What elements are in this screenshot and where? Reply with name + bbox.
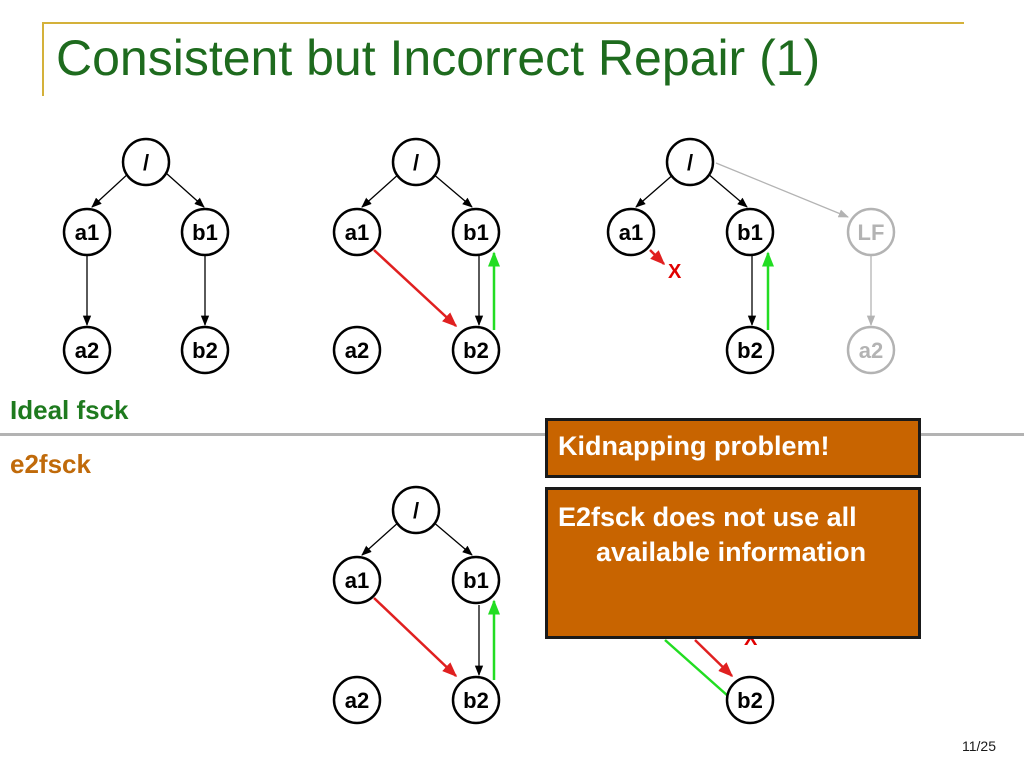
node-a2: a2 [332, 325, 382, 375]
node-b2: b2 [725, 675, 775, 725]
node-root: / [391, 485, 441, 535]
edge-root-a1 [635, 172, 676, 208]
tree-ideal-repair: X / a1 b1 LF b2 a2 [606, 137, 896, 375]
svg-text:b1: b1 [463, 568, 489, 593]
edge-root-a1 [361, 172, 401, 208]
e2fsck-label: e2fsck [10, 449, 91, 479]
svg-text:/: / [413, 150, 419, 175]
node-b1: b1 [451, 555, 501, 605]
svg-text:b1: b1 [737, 220, 763, 245]
svg-text:/: / [413, 498, 419, 523]
edge-root-b1 [431, 172, 473, 208]
e2fsck-info-callout-text: E2fsck does not use all available inform… [558, 502, 867, 567]
edge-root-b1 [706, 172, 748, 208]
svg-text:a1: a1 [75, 220, 99, 245]
svg-text:a2: a2 [859, 338, 883, 363]
node-a2: a2 [332, 675, 382, 725]
slide-title: Consistent but Incorrect Repair (1) [56, 30, 821, 86]
e2fsck-info-callout: E2fsck does not use all available inform… [545, 487, 921, 639]
edge-a1-b2-wrong [373, 249, 458, 328]
edge-root-b1 [165, 172, 205, 208]
kidnapping-callout-text: Kidnapping problem! [558, 431, 830, 461]
node-root: / [665, 137, 715, 187]
node-a1: a1 [332, 555, 382, 605]
section-divider [0, 433, 1024, 436]
node-root: / [121, 137, 171, 187]
edge-a1-broken [649, 249, 666, 266]
node-a1: a1 [62, 207, 112, 257]
node-a2: a2 [846, 325, 896, 375]
node-a1: a1 [332, 207, 382, 257]
title-rule-horizontal [42, 22, 964, 24]
svg-text:b2: b2 [463, 338, 489, 363]
svg-text:b1: b1 [463, 220, 489, 245]
svg-text:a1: a1 [345, 568, 369, 593]
tree-corrupted-e2fsck: / a1 b1 a2 b2 [332, 485, 501, 725]
node-b2: b2 [725, 325, 775, 375]
kidnapping-callout: Kidnapping problem! [545, 418, 921, 478]
svg-text:LF: LF [858, 220, 885, 245]
tree-ideal: / a1 b1 a2 b2 [62, 137, 230, 375]
node-b1: b1 [180, 207, 230, 257]
node-a1: a1 [606, 207, 656, 257]
edge-root-a1 [361, 520, 401, 556]
edge-root-lf [715, 162, 849, 218]
node-b1: b1 [451, 207, 501, 257]
svg-text:a2: a2 [345, 338, 369, 363]
svg-text:/: / [687, 150, 693, 175]
edge-back-to-b2 [664, 639, 729, 697]
svg-text:a1: a1 [619, 220, 643, 245]
node-root: / [391, 137, 441, 187]
node-b2: b2 [180, 325, 230, 375]
node-b2: b2 [451, 325, 501, 375]
svg-text:b2: b2 [737, 338, 763, 363]
svg-text:b2: b2 [737, 688, 763, 713]
page-number: 11/25 [962, 738, 996, 754]
edge-a1-b2-wrong [373, 597, 458, 678]
svg-text:b1: b1 [192, 220, 218, 245]
svg-text:b2: b2 [192, 338, 218, 363]
ideal-fsck-label: Ideal fsck [10, 395, 129, 425]
broken-link-x: X [668, 261, 682, 283]
svg-text:a2: a2 [75, 338, 99, 363]
edge-to-b2-wrong [694, 639, 734, 678]
tree-corrupted: / a1 b1 a2 b2 [332, 137, 501, 375]
node-a2: a2 [62, 325, 112, 375]
svg-text:a1: a1 [345, 220, 369, 245]
svg-text:a2: a2 [345, 688, 369, 713]
node-b2: b2 [451, 675, 501, 725]
edge-root-b1 [431, 520, 473, 556]
node-b1: b1 [725, 207, 775, 257]
edge-root-a1 [91, 172, 130, 208]
title-rule-vertical [42, 22, 44, 96]
svg-text:/: / [143, 150, 149, 175]
node-lost-found: LF [846, 207, 896, 257]
tree-e2fsck-result: X b2 [664, 628, 775, 725]
svg-text:b2: b2 [463, 688, 489, 713]
